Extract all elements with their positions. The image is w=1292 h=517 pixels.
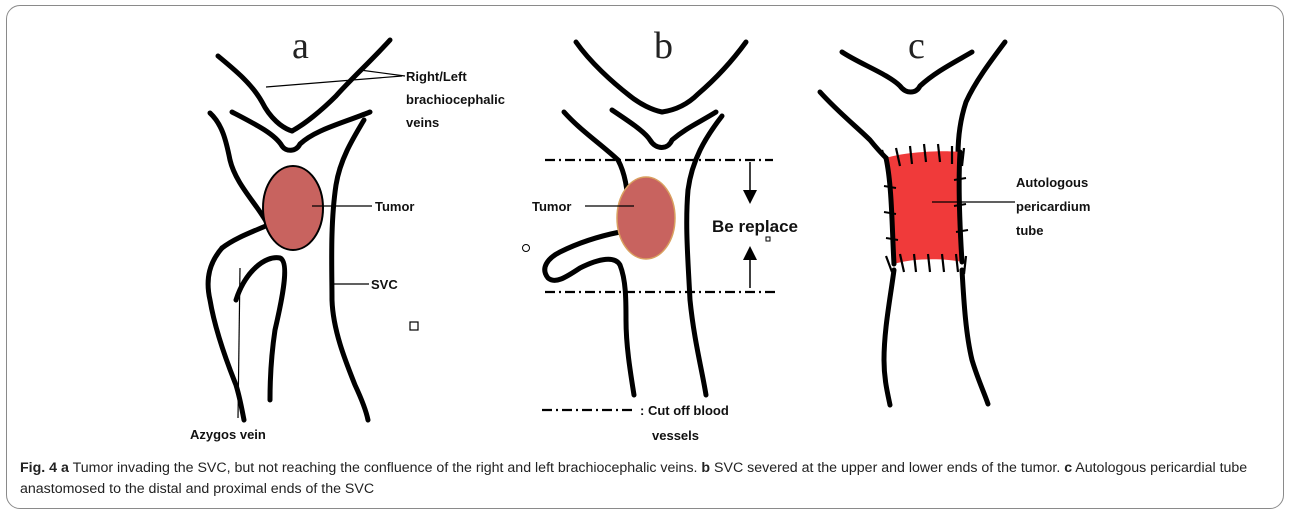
caption-a-text: Tumor invading the SVC, but not reaching… (69, 460, 702, 476)
caption-c-letter: c (1064, 460, 1072, 476)
panel-b-legend-text-line1: : Cut off blood (640, 403, 729, 418)
caption-fig-label: Fig. 4 (20, 460, 57, 476)
panel-a-label-brachio-line1: Right/Left (406, 69, 467, 84)
panel-c-left-brachiocephalic-outer (820, 92, 888, 160)
panel-b: b Tumor Be replace : Cut off blood vesse… (523, 25, 799, 443)
panel-b-label-tumor: Tumor (532, 199, 571, 214)
panel-a-leader-right-brachio (360, 70, 405, 76)
panel-b-tumor (617, 177, 675, 259)
panel-c-pericardium-graft (886, 151, 962, 264)
panel-a-svc-right-wall (332, 120, 368, 420)
panel-b-left-brachiocephalic-outer (576, 42, 662, 112)
panel-a-leader-left-brachio (266, 76, 402, 87)
panel-c-inner-v (842, 52, 972, 92)
panel-a-svc-left-wall (210, 113, 268, 248)
panel-c-svc-left-wall (884, 270, 894, 405)
panel-b-svc-right-wall (687, 116, 722, 395)
caption-a-letter: a (61, 460, 69, 476)
panel-a: a Right/Left brachiocephalic veins Tumor… (190, 25, 505, 442)
panel-c-label-graft-line1: Autologous (1016, 175, 1088, 190)
panel-a-stray-square (410, 322, 418, 330)
caption-b-letter: b (701, 460, 710, 476)
panel-a-azygos-inner (236, 258, 285, 400)
panel-a-label-brachio-line2: brachiocephalic (406, 92, 505, 107)
caption-b-text: SVC severed at the upper and lower ends … (710, 460, 1064, 476)
panel-c-label-graft-line2: pericardium (1016, 199, 1090, 214)
panel-b-arrow-bottom-head (743, 246, 757, 260)
panel-a-label-svc: SVC (371, 277, 398, 292)
panel-a-label-brachio-line3: veins (406, 115, 439, 130)
panel-b-legend-text-line2: vessels (652, 428, 699, 443)
panel-b-right-brachiocephalic-outer (662, 42, 746, 112)
panel-b-inner-v (612, 110, 716, 148)
panel-b-letter: b (654, 25, 673, 67)
panel-a-tumor (263, 166, 323, 250)
panel-b-stray-circle (523, 245, 530, 252)
panel-a-label-tumor: Tumor (375, 199, 414, 214)
panel-b-azygos-stump (545, 232, 634, 395)
panel-b-stray-square (766, 237, 770, 241)
svc-reconstruction-diagram: a Right/Left brachiocephalic veins Tumor… (0, 0, 1292, 460)
panel-a-letter: a (292, 25, 309, 67)
panel-b-label-replaced: Be replace (712, 217, 798, 236)
panel-c: c (820, 25, 1090, 405)
panel-a-left-brachiocephalic-outer (218, 56, 292, 131)
panel-c-svc-right-wall (962, 270, 988, 404)
figure-caption: Fig. 4 a Tumor invading the SVC, but not… (20, 458, 1275, 500)
panel-b-arrow-top-head (743, 190, 757, 204)
panel-c-right-brachiocephalic-outer (958, 42, 1005, 155)
panel-c-label-graft-line3: tube (1016, 223, 1043, 238)
panel-c-graft-right-edge (959, 152, 962, 262)
panel-c-letter: c (908, 25, 925, 67)
panel-a-label-azygos: Azygos vein (190, 427, 266, 442)
